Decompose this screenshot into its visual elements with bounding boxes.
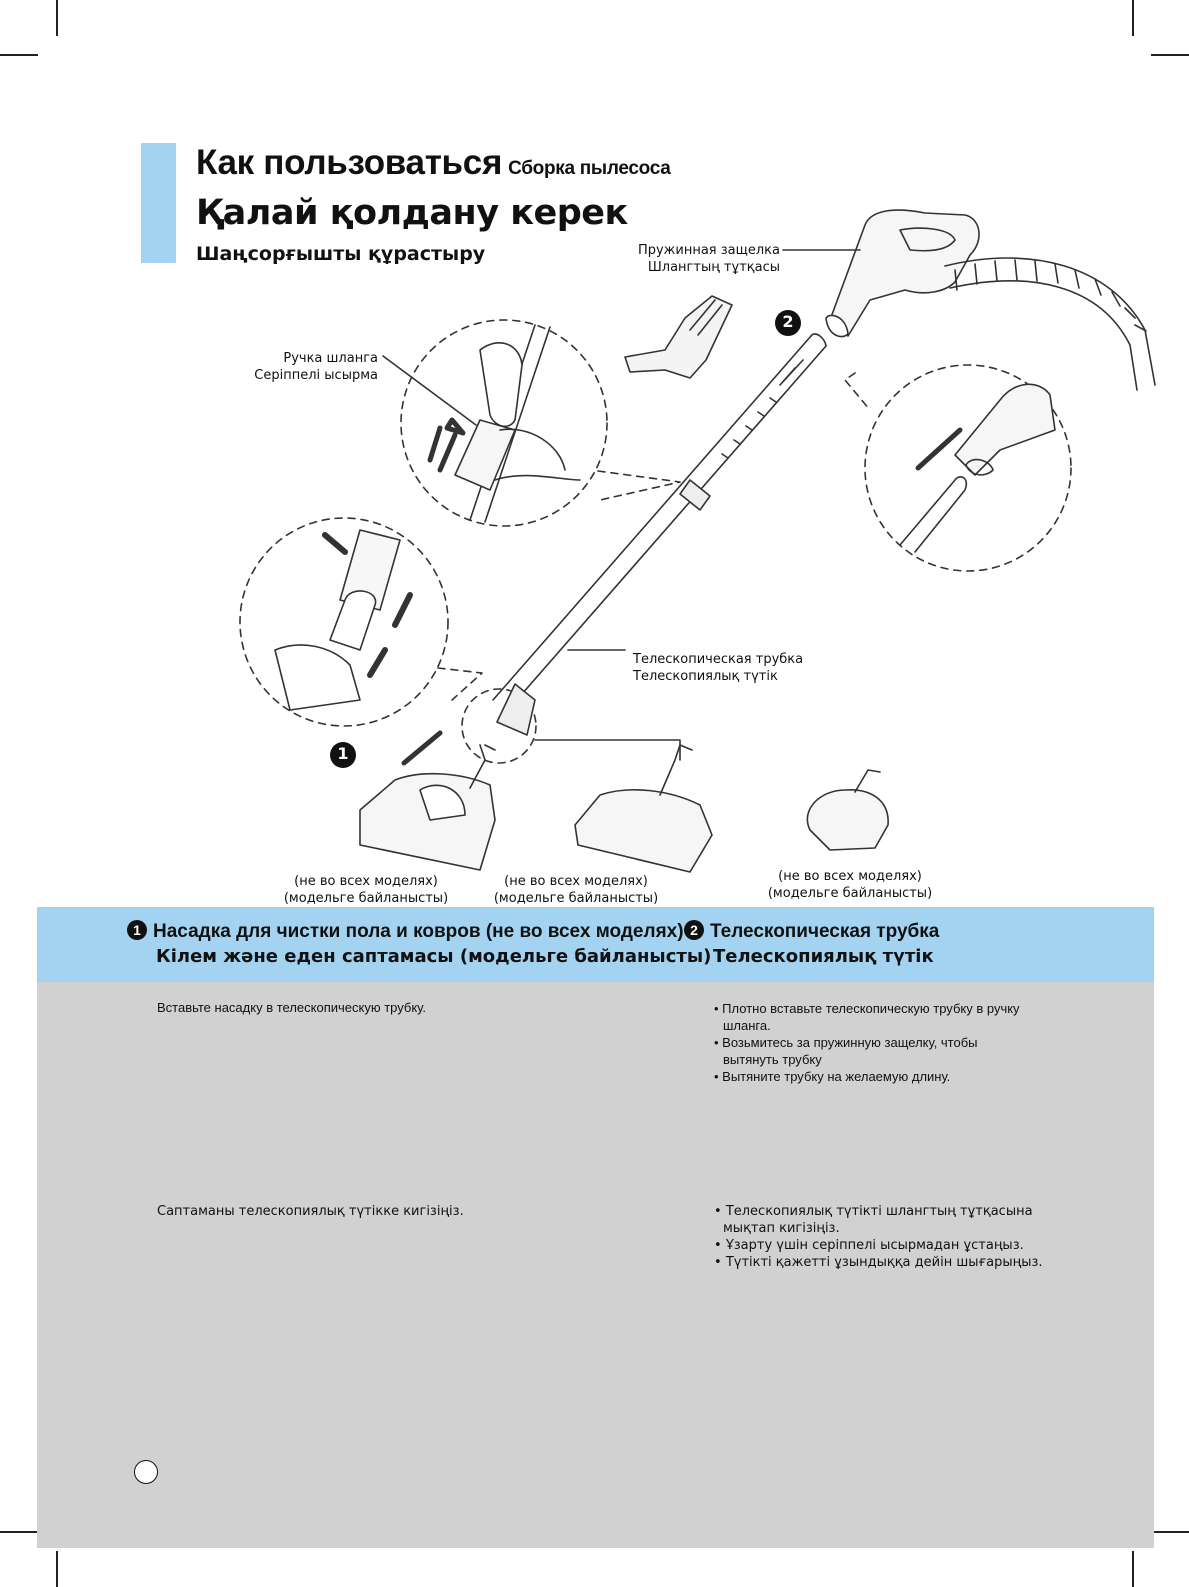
bullet-item: • Возьмитесь за пружинную защелку, чтобы… bbox=[714, 1035, 978, 1067]
section-2-heading-ru: Телескопическая трубка bbox=[710, 921, 940, 942]
label-hose-handle-ru: Ручка шланга bbox=[283, 351, 378, 366]
crop-mark bbox=[0, 1531, 38, 1533]
section-1-text-kz: Саптаманы телескопиялық түтікке кигізіңі… bbox=[157, 1204, 464, 1219]
model-note-ru: (не во всех моделях) bbox=[778, 869, 922, 884]
step-badge-1: 1 bbox=[337, 744, 349, 763]
section-heading-band bbox=[37, 907, 1154, 982]
instructions-body bbox=[37, 982, 1154, 1548]
label-spring-latch: Пружинная защелка Шлангтың тұтқасы bbox=[600, 242, 780, 276]
model-note-kz: (модельге байланысты) bbox=[493, 891, 659, 906]
section-2-bullets-ru: • Плотно вставьте телескопическую трубку… bbox=[713, 1000, 1033, 1085]
crop-mark bbox=[0, 54, 38, 56]
label-hose-handle-kz: Серіппелі ысырма bbox=[254, 368, 378, 383]
step-badge-2: 2 bbox=[782, 312, 794, 331]
model-note-1: (не во всех моделях) (модельге байланыст… bbox=[276, 873, 456, 907]
label-telescopic-kz: Телескопиялық түтік bbox=[633, 669, 778, 684]
page-title-kz: Қалай қолдану керек bbox=[196, 193, 628, 233]
model-note-2: (не во всех моделях) (модельге байланыст… bbox=[486, 873, 666, 907]
crop-mark bbox=[56, 1551, 58, 1587]
section-1-heading-kz: Кілем және еден саптамасы (модельге байл… bbox=[156, 946, 712, 967]
section-2-heading-kz: Телескопиялық түтік bbox=[713, 946, 934, 967]
section-1-number: 1 bbox=[127, 920, 147, 940]
label-telescopic-tube: Телескопическая трубка Телескопиялық түт… bbox=[633, 651, 803, 685]
bullet-item: • Түтікті қажетті ұзындыққа дейін шығары… bbox=[714, 1255, 1043, 1270]
model-note-ru: (не во всех моделях) bbox=[504, 874, 648, 889]
label-spring-latch-kz: Шлангтың тұтқасы bbox=[647, 260, 780, 275]
section-1-text-ru: Вставьте насадку в телескопическую трубк… bbox=[157, 1000, 426, 1015]
section-1-heading: 1 Насадка для чистки пола и ковров (не во… bbox=[127, 919, 711, 969]
label-spring-latch-ru: Пружинная защелка bbox=[637, 243, 780, 258]
bullet-item: • Телескопиялық түтікті шлангтың тұтқасы… bbox=[714, 1204, 1033, 1236]
accent-bar bbox=[141, 143, 176, 263]
model-note-ru: (не во всех моделях) bbox=[294, 874, 438, 889]
section-1-heading-ru: Насадка для чистки пола и ковров (не во … bbox=[153, 921, 684, 942]
title-sub: Сборка пылесоса bbox=[508, 158, 671, 179]
crop-mark bbox=[56, 0, 58, 36]
page-number-circle bbox=[134, 1460, 158, 1484]
section-2-bullets-kz: • Телескопиялық түтікті шлангтың тұтқасы… bbox=[713, 1203, 1053, 1271]
model-note-kz: (модельге байланысты) bbox=[283, 891, 449, 906]
bullet-item: • Ұзарту үшін серіппелі ысырмадан ұстаңы… bbox=[714, 1238, 1024, 1253]
section-2-number: 2 bbox=[684, 920, 704, 940]
bullet-item: • Вытяните трубку на желаемую длину. bbox=[714, 1069, 951, 1084]
section-2-heading: 2 Телескопическая трубка Телескопиялық тү… bbox=[684, 919, 939, 969]
label-hose-handle: Ручка шланга Серіппелі ысырма bbox=[200, 350, 378, 384]
label-telescopic-ru: Телескопическая трубка bbox=[633, 652, 804, 667]
vacuum-assembly-illustration bbox=[239, 209, 1156, 873]
page-subtitle-kz: Шаңсорғышты құрастыру bbox=[196, 243, 486, 265]
model-note-3: (не во всех моделях) (модельге байланыст… bbox=[760, 868, 940, 902]
crop-mark bbox=[1151, 1531, 1189, 1533]
title-main: Как пользоваться bbox=[196, 143, 503, 182]
bullet-item: • Плотно вставьте телескопическую трубку… bbox=[714, 1001, 1020, 1033]
crop-mark bbox=[1151, 54, 1189, 56]
crop-mark bbox=[1132, 1551, 1134, 1587]
crop-mark bbox=[1132, 0, 1134, 36]
model-note-kz: (модельге байланысты) bbox=[767, 886, 933, 901]
